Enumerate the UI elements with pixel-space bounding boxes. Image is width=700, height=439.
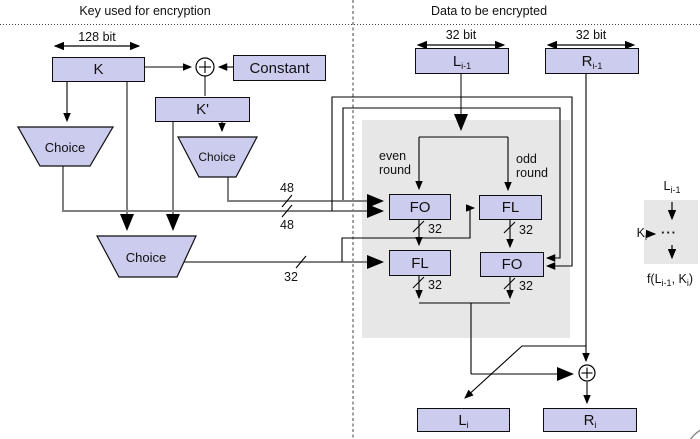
mini-dots: ··· <box>661 225 677 240</box>
fl-bottom-bus-label: 32 <box>428 278 442 292</box>
l-width-label: 32 bit <box>445 28 477 42</box>
k-prime-box: K' <box>155 97 250 122</box>
constant-box: Constant <box>233 55 326 81</box>
r-output-label: Ri <box>583 411 597 430</box>
choice1-label: Choice <box>44 140 86 155</box>
choice-trapezoids <box>16 126 258 278</box>
bus-slash-marks <box>281 194 516 290</box>
choice2-shape <box>177 136 258 178</box>
r-output-box: Ri <box>543 408 637 432</box>
mini-k-label: Ki <box>636 226 647 242</box>
key-box: K <box>52 57 145 82</box>
choice2-label: Choice <box>198 150 236 164</box>
xor-key-node <box>195 57 215 77</box>
bit-width-arrows <box>53 40 636 51</box>
key-section-title: Key used for encryption <box>79 4 211 18</box>
bus48-lower-label: 48 <box>280 218 294 232</box>
connector-lines-key <box>63 63 573 270</box>
bus-lines-gray <box>62 72 574 381</box>
mini-diagram-arrows <box>646 202 677 260</box>
corner-logo-arc <box>689 429 700 439</box>
data-section-title: Data to be encrypted <box>430 4 548 18</box>
fo-bottom-box: FO <box>480 252 544 277</box>
connector-lines-data <box>415 72 591 405</box>
bus48-upper-label: 48 <box>280 181 294 195</box>
l-input-label: Li-1 <box>452 52 472 71</box>
r-input-box: Ri-1 <box>545 48 639 74</box>
choice3-label: Choice <box>125 250 167 265</box>
round-function-panel <box>362 120 570 338</box>
choice3-shape <box>95 235 197 278</box>
fl-top-box: FL <box>479 195 542 220</box>
r-input-label: Ri-1 <box>581 52 603 71</box>
xor-output-node <box>578 364 596 382</box>
mini-l-label: Li-1 <box>663 179 681 195</box>
mini-f-label: f(Li-1, Ki) <box>646 272 694 288</box>
fl-top-bus-label: 32 <box>519 223 533 237</box>
fl-bottom-box: FL <box>389 250 451 276</box>
fo-top-box: FO <box>389 194 451 220</box>
l-output-label: Li <box>458 411 469 430</box>
r-width-label: 32 bit <box>575 28 607 42</box>
l-input-box: Li-1 <box>415 48 509 74</box>
key-width-label: 128 bit <box>78 30 116 44</box>
bus32-label: 32 <box>284 270 298 284</box>
l-output-box: Li <box>417 408 510 432</box>
fo-bottom-bus-label: 32 <box>519 279 533 293</box>
fo-top-bus-label: 32 <box>428 222 442 236</box>
choice1-shape <box>16 126 115 167</box>
